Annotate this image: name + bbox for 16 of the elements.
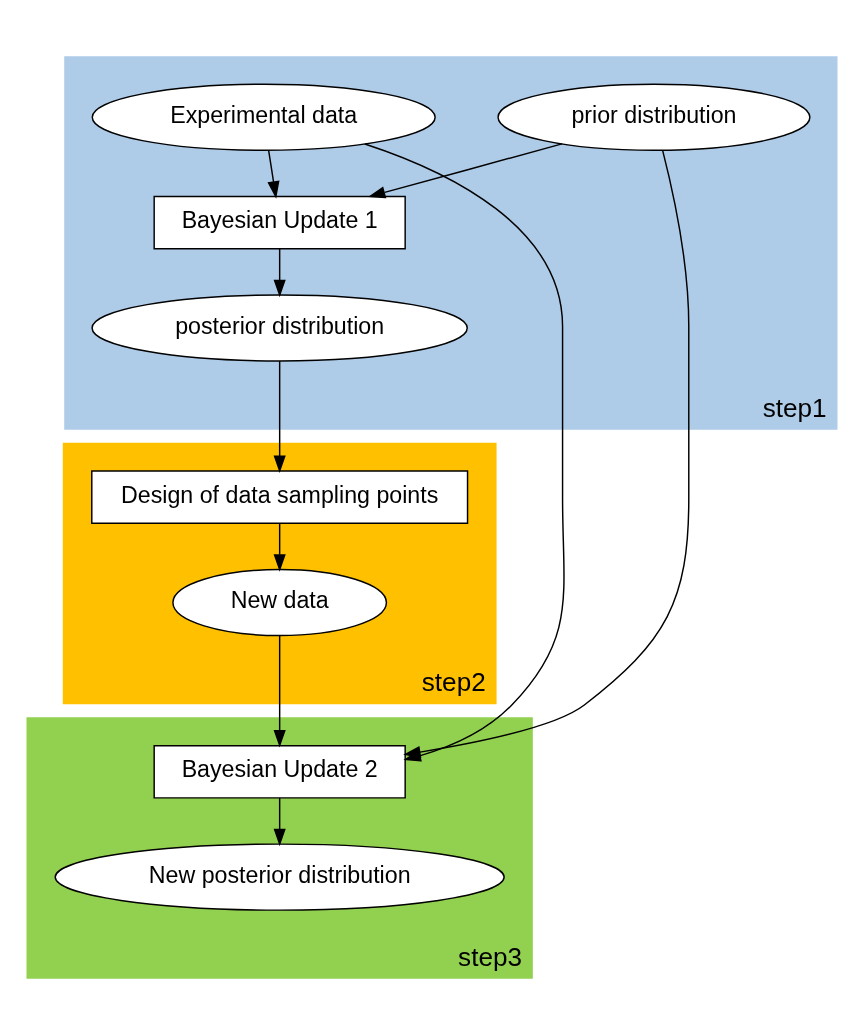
arrow — [273, 522, 286, 572]
arrow — [267, 149, 280, 199]
node-ellipse: Experimental data — [91, 83, 436, 151]
arrow — [273, 248, 286, 298]
arrow — [367, 143, 563, 199]
node-ellipse: New posterior distribution — [54, 843, 505, 911]
node-box: Bayesian Update 1 — [153, 195, 406, 250]
arrow — [403, 149, 690, 759]
arrow — [273, 634, 286, 748]
node-ellipse: New data — [172, 568, 388, 637]
node-box: Design of data sampling points — [91, 470, 469, 525]
arrow — [273, 797, 286, 847]
node-ellipse: prior distribution — [497, 83, 811, 151]
arrow — [273, 360, 286, 473]
node-box: Bayesian Update 2 — [153, 744, 406, 799]
node-ellipse: posterior distribution — [91, 294, 468, 362]
